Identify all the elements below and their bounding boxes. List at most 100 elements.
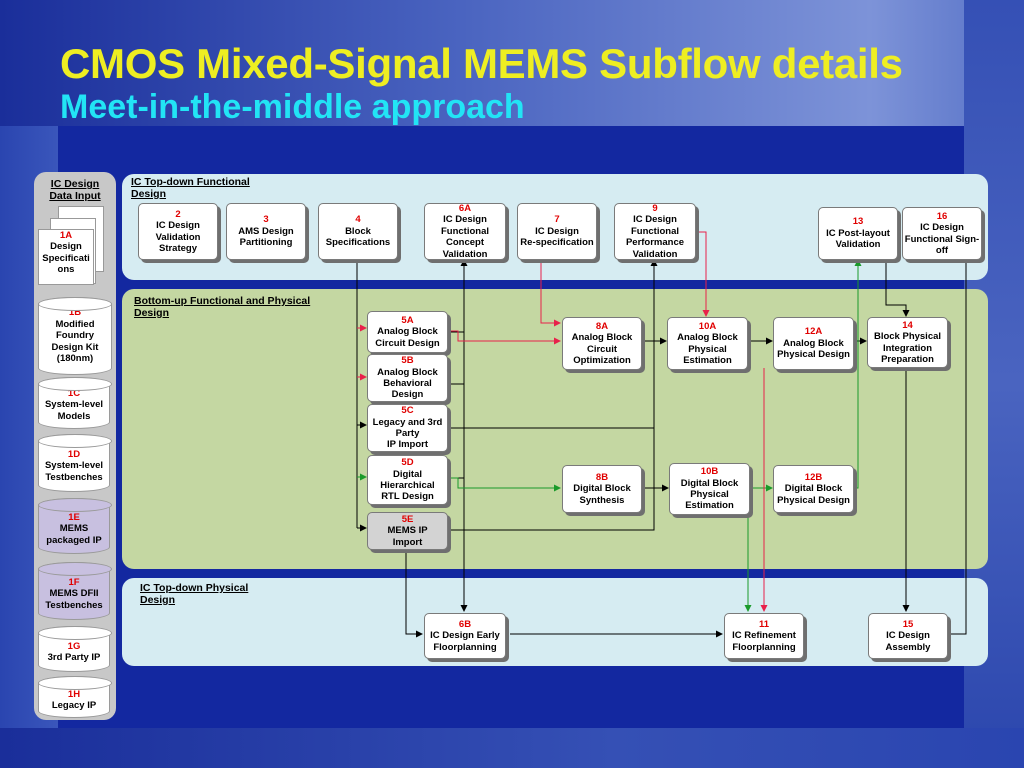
step-11-number: 11 <box>758 618 770 630</box>
input-1G-line1: 3rd Party IP <box>47 652 101 663</box>
input-1A-line1: Design <box>50 241 82 253</box>
step-12B-number: 12B <box>804 471 823 483</box>
step-6A-box: 6A IC Design Functional Concept Validati… <box>424 203 506 260</box>
step-2-number: 2 <box>175 208 181 220</box>
step-13-number: 13 <box>852 216 864 228</box>
header-band <box>0 0 1024 126</box>
input-1F: 1F MEMS DFII Testbenches <box>38 562 112 620</box>
input-1B-line4: (180nm) <box>56 353 94 365</box>
step-5B-number: 5B <box>401 355 414 367</box>
input-1H-line1: Legacy IP <box>51 700 97 711</box>
step-9-box: 9 IC Design Functional Performance Valid… <box>614 203 696 260</box>
step-3-line1: AMS Design <box>238 225 294 237</box>
step-2-line3: Strategy <box>158 242 197 254</box>
step-2-line1: IC Design <box>156 220 200 232</box>
data-input-header: IC Design Data Input <box>34 178 116 202</box>
step-5E-number: 5E <box>401 513 414 525</box>
input-1F-line1: MEMS DFII <box>49 588 99 600</box>
step-4-number: 4 <box>355 214 361 226</box>
panel-top-down-physical <box>122 578 988 666</box>
input-1D-line2: Testbenches <box>45 471 103 483</box>
input-1A-number: 1A <box>59 230 73 241</box>
step-6B-box: 6B IC Design Early Floorplanning <box>424 613 506 659</box>
step-5C-line1: Legacy and 3rd <box>372 416 443 428</box>
step-11-line1: IC Refinement <box>732 630 796 642</box>
input-1A-line2: Specificati <box>42 252 90 264</box>
step-14-number: 14 <box>902 319 913 331</box>
step-5D-number: 5D <box>401 457 414 469</box>
step-8A-line2: Circuit <box>586 343 618 355</box>
step-14-line1: Block Physical <box>873 331 942 343</box>
step-8A-number: 8A <box>595 320 609 332</box>
step-7-box: 7 IC Design Re-specification <box>517 203 597 260</box>
step-12B-line1: Digital Block <box>784 483 843 495</box>
step-10A-line2: Physical <box>688 343 727 355</box>
input-1E-line2: packaged IP <box>46 534 102 546</box>
input-1E-line1: MEMS <box>59 523 89 535</box>
step-5C-box: 5C Legacy and 3rd Party IP Import <box>367 404 448 452</box>
input-1D: 1D System-level Testbenches <box>38 434 112 492</box>
input-1F-line2: Testbenches <box>45 599 103 611</box>
step-8A-line1: Analog Block <box>571 332 633 344</box>
step-4-line2: Specifications <box>325 237 391 249</box>
step-2-line2: Validation <box>155 231 201 243</box>
step-5B-box: 5B Analog Block Behavioral Design <box>367 354 448 402</box>
step-10A-line3: Estimation <box>683 354 732 366</box>
step-6B-line2: Floorplanning <box>433 641 497 653</box>
step-8A-line3: Optimization <box>573 354 631 366</box>
step-6B-number: 6B <box>458 618 472 630</box>
step-3-number: 3 <box>263 214 269 226</box>
step-14-line3: Preparation <box>881 353 934 365</box>
step-5D-line2: Hierarchical <box>380 480 435 491</box>
step-8B-line2: Synthesis <box>579 494 625 506</box>
step-8B-box: 8B Digital Block Synthesis <box>562 465 642 513</box>
step-10B-line2: Physical <box>690 489 729 500</box>
step-6A-line3: Concept <box>446 237 484 249</box>
input-1D-line1: System-level <box>44 460 104 472</box>
step-7-number: 7 <box>554 214 560 226</box>
input-1F-number: 1F <box>68 576 80 588</box>
step-9-number: 9 <box>652 202 658 214</box>
input-1G-number: 1G <box>67 640 81 652</box>
step-16-line1: IC Design <box>920 222 964 234</box>
step-4-box: 4 Block Specifications <box>318 203 398 260</box>
step-5D-box: 5D Digital Hierarchical RTL Design <box>367 455 448 505</box>
step-11-box: 11 IC Refinement Floorplanning <box>724 613 804 659</box>
step-12A-box: 12A Analog Block Physical Design <box>773 317 854 370</box>
step-8A-box: 8A Analog Block Circuit Optimization <box>562 317 642 370</box>
step-5E-line2: Import <box>392 536 423 548</box>
step-5A-box: 5A Analog Block Circuit Design <box>367 311 448 353</box>
step-5C-line3: IP Import <box>387 439 428 451</box>
input-1C-line1: System-level <box>44 399 104 411</box>
panel-top-down-physical-label: IC Top-down Physical Design <box>140 582 249 606</box>
step-10B-box: 10B Digital Block Physical Estimation <box>669 463 750 515</box>
data-input-header-line1: IC Design <box>50 178 100 190</box>
step-15-box: 15 IC Design Assembly <box>868 613 948 659</box>
step-10B-number: 10B <box>700 466 719 478</box>
panel-bottom-up-label: Bottom-up Functional and Physical Design <box>134 295 311 319</box>
step-5C-number: 5C <box>401 405 414 417</box>
panel-top-down-functional-label: IC Top-down Functional Design <box>131 176 250 200</box>
step-7-line2: Re-specification <box>520 237 594 249</box>
input-1B-line2: Foundry <box>56 330 94 342</box>
input-1H-number: 1H <box>67 688 81 700</box>
input-1C-line2: Models <box>57 410 91 422</box>
footer-band <box>0 728 1024 768</box>
step-5C-line2: Party <box>395 428 420 439</box>
step-14-box: 14 Block Physical Integration Preparatio… <box>867 317 948 368</box>
input-1B: 1B Modified Foundry Design Kit (180nm) <box>38 297 112 375</box>
step-13-box: 13 IC Post-layout Validation <box>818 207 898 260</box>
step-9-line2: Functional <box>630 225 680 237</box>
step-10A-box: 10A Analog Block Physical Estimation <box>667 317 748 370</box>
step-10A-number: 10A <box>698 320 717 332</box>
step-8B-number: 8B <box>595 471 609 483</box>
step-12A-line2: Physical Design <box>777 349 850 361</box>
step-12A-line1: Analog Block <box>783 337 844 349</box>
step-7-line1: IC Design <box>535 225 579 237</box>
slide-title: CMOS Mixed-Signal MEMS Subflow details <box>60 40 903 87</box>
input-1H: 1H Legacy IP <box>38 676 112 718</box>
step-6A-number: 6A <box>458 202 472 214</box>
step-3-box: 3 AMS Design Partitioning <box>226 203 306 260</box>
step-6A-line1: IC Design <box>443 214 487 226</box>
input-1B-line1: Modified <box>55 318 95 330</box>
